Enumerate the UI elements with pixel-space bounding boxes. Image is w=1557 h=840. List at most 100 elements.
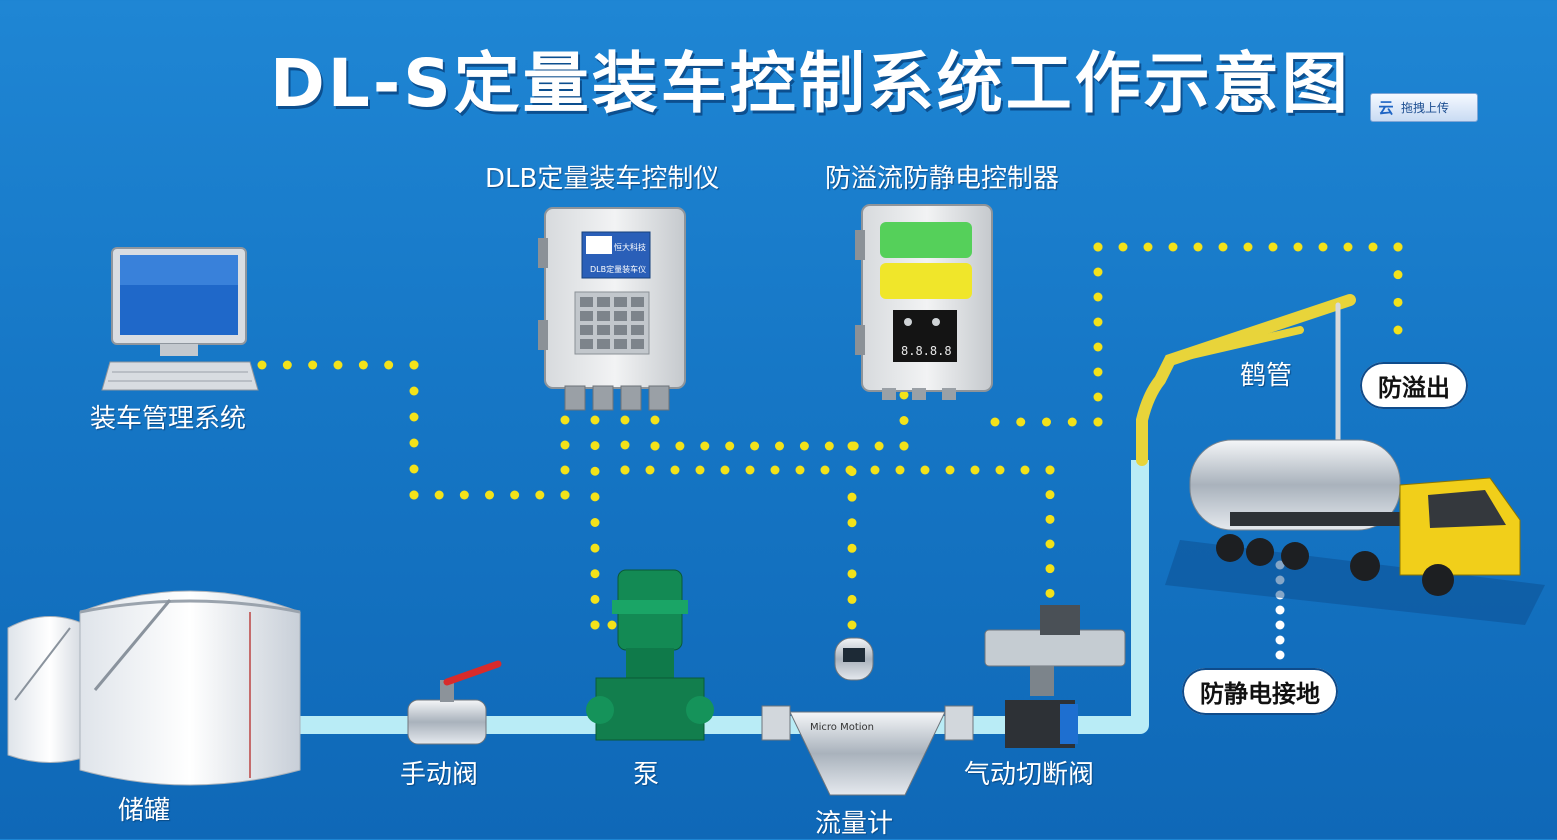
signal-dot <box>795 465 805 475</box>
keypad-key <box>631 297 644 307</box>
signal-dot <box>899 441 909 451</box>
signal-dot <box>1093 392 1103 402</box>
signal-dot <box>645 465 655 475</box>
tank-label: 储罐 <box>118 796 171 826</box>
flowmeter-label: 流量计 <box>815 809 894 839</box>
signal-dot <box>847 620 857 630</box>
signal-dot <box>620 440 630 450</box>
signal-dot <box>590 620 600 630</box>
signal-dot <box>1093 267 1103 277</box>
signal-dot <box>970 465 980 475</box>
signal-dot <box>590 441 600 451</box>
signal-dot <box>799 441 809 451</box>
keypad-key <box>631 339 644 349</box>
upload-label: 拖拽上传 <box>1401 101 1450 115</box>
signal-dot <box>333 360 343 370</box>
keypad-key <box>631 325 644 335</box>
signal-dot <box>824 441 834 451</box>
signal-dot <box>847 594 857 604</box>
signal-dot <box>590 543 600 553</box>
cloud-icon: 云 <box>1378 99 1394 117</box>
signal-dot <box>1193 242 1203 252</box>
signal-dot <box>650 415 660 425</box>
signal-dot <box>920 465 930 475</box>
pneumatic-valve-label: 气动切断阀 <box>964 760 1095 790</box>
signal-dot <box>899 390 909 400</box>
signal-dot <box>1045 490 1055 500</box>
signal-dot <box>1393 297 1403 307</box>
signal-dot <box>700 441 710 451</box>
signal-dot <box>510 490 520 500</box>
controller-brand: 恒大科技 <box>614 242 646 252</box>
signal-dot <box>847 492 857 502</box>
pneumatic-valve-icon <box>984 605 1126 748</box>
signal-dot <box>1243 242 1253 252</box>
keypad-key <box>614 339 627 349</box>
signal-dot <box>282 360 292 370</box>
signal-lines <box>257 242 1403 630</box>
manual-valve-icon <box>407 660 502 745</box>
signal-dot <box>675 441 685 451</box>
dlb-controller-icon: 恒大科技 DLB定量装车仪 <box>538 207 686 411</box>
keypad-key <box>597 297 610 307</box>
signal-dot <box>384 360 394 370</box>
signal-dot <box>1275 620 1285 630</box>
signal-dot <box>1016 417 1026 427</box>
management-system-label: 装车管理系统 <box>90 404 247 434</box>
signal-dot <box>560 490 570 500</box>
signal-dot <box>590 466 600 476</box>
signal-dot <box>590 415 600 425</box>
pipeline <box>290 460 1149 734</box>
keypad-key <box>580 297 593 307</box>
crane-label: 鹤管 <box>1240 361 1293 391</box>
signal-dot <box>1093 242 1103 252</box>
signal-dot <box>1143 242 1153 252</box>
signal-dot <box>560 440 570 450</box>
upload-button[interactable]: 云 拖拽上传 <box>1370 93 1478 122</box>
keypad-key <box>614 297 627 307</box>
signal-dot <box>409 360 419 370</box>
signal-dot <box>1368 242 1378 252</box>
signal-dot <box>1045 465 1055 475</box>
signal-dot <box>1093 417 1103 427</box>
signal-dot <box>750 441 760 451</box>
signal-dot <box>899 416 909 425</box>
overflow-display: 8.8.8.8 <box>901 344 952 358</box>
signal-dot <box>409 438 419 448</box>
loading-arm-icon <box>1136 294 1356 466</box>
signal-dot <box>459 490 469 500</box>
keypad-key <box>631 311 644 321</box>
keypad-key <box>580 339 593 349</box>
signal-dot <box>308 360 318 370</box>
signal-dot <box>847 441 857 451</box>
overflow-bubble: 防溢出 <box>1360 362 1468 409</box>
signal-dot <box>895 465 905 475</box>
signal-dot <box>409 386 419 396</box>
signal-dot <box>620 415 630 425</box>
signal-dot <box>1393 242 1403 252</box>
signal-dot <box>745 465 755 475</box>
signal-dot <box>820 465 830 475</box>
signal-dot <box>1045 514 1055 524</box>
signal-dot <box>1093 342 1103 352</box>
computer-icon <box>101 247 259 391</box>
signal-dot <box>1275 635 1285 645</box>
signal-dot <box>560 415 570 425</box>
flowmeter-icon: Micro Motion <box>761 637 974 796</box>
page-title: DL-S定量装车控制系统工作示意图 <box>270 45 1351 122</box>
signal-dot <box>485 490 494 500</box>
signal-dot <box>847 467 857 477</box>
signal-dot <box>695 465 705 475</box>
signal-dot <box>995 465 1005 475</box>
signal-dot <box>535 490 545 500</box>
signal-dot <box>1067 417 1077 427</box>
signal-dot <box>409 412 419 422</box>
keypad-key <box>597 339 610 349</box>
signal-dot <box>1268 242 1278 252</box>
signal-dot <box>434 490 444 500</box>
signal-dot <box>847 569 857 579</box>
signal-dot <box>607 620 617 630</box>
signal-dot <box>775 441 784 451</box>
storage-tank-icon <box>7 590 301 786</box>
